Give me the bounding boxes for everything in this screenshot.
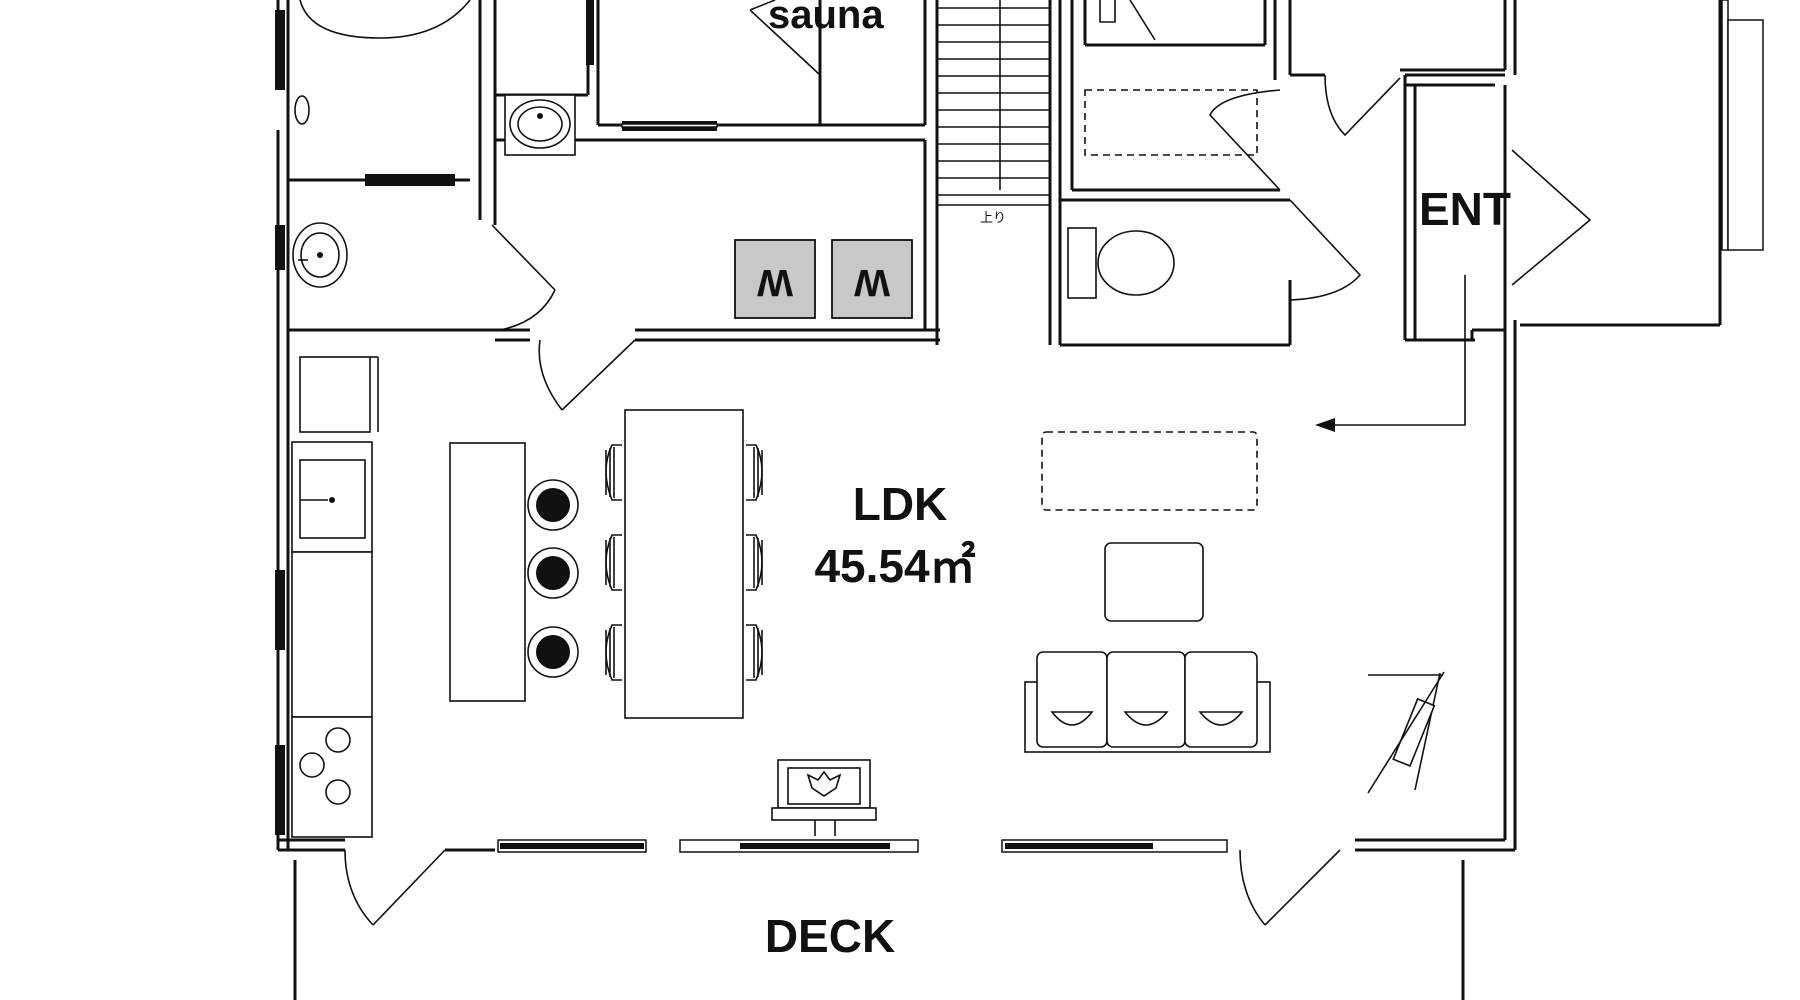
washroom: W W bbox=[493, 93, 940, 411]
rug bbox=[1041, 431, 1258, 511]
chair-left-2 bbox=[605, 534, 622, 591]
washer-2 bbox=[831, 239, 913, 319]
closet-area: closet bbox=[1058, 0, 1507, 345]
chair-left-1 bbox=[605, 444, 622, 501]
chair-left-3 bbox=[605, 624, 622, 681]
sauna-label: sauna bbox=[768, 0, 884, 37]
left-windows bbox=[275, 10, 310, 835]
chair-right-3 bbox=[746, 624, 763, 681]
bathroom-area bbox=[288, 0, 556, 332]
deck: DECK bbox=[293, 860, 1465, 1000]
stove bbox=[771, 759, 877, 836]
closet-label: closet bbox=[1340, 0, 1450, 5]
kitchen bbox=[291, 356, 379, 838]
washer-1 bbox=[734, 239, 816, 319]
stair-up-mark: 上り bbox=[980, 210, 1006, 225]
tv-unit bbox=[1367, 671, 1445, 794]
staircase: 上り bbox=[935, 0, 1052, 345]
chair-right-1 bbox=[746, 444, 763, 501]
chair-right-2 bbox=[746, 534, 763, 591]
sauna-room: sauna bbox=[493, 0, 927, 131]
living-furniture bbox=[1024, 431, 1445, 794]
sofa bbox=[1024, 651, 1271, 753]
ldk-area: 45.54㎡ bbox=[814, 540, 975, 592]
washer-2-label: W bbox=[854, 261, 890, 303]
deck-label: DECK bbox=[765, 910, 895, 962]
entrance-label: ENT bbox=[1419, 183, 1511, 235]
washer-1-label: W bbox=[757, 261, 793, 303]
entrance: ENT bbox=[1315, 73, 1592, 432]
dining-table bbox=[605, 409, 763, 719]
kitchen-island bbox=[449, 442, 579, 702]
deck-openings bbox=[344, 839, 1341, 926]
ldk-label: LDK bbox=[853, 478, 948, 530]
toilet-room bbox=[1060, 198, 1362, 347]
coffee-table bbox=[1104, 542, 1204, 622]
